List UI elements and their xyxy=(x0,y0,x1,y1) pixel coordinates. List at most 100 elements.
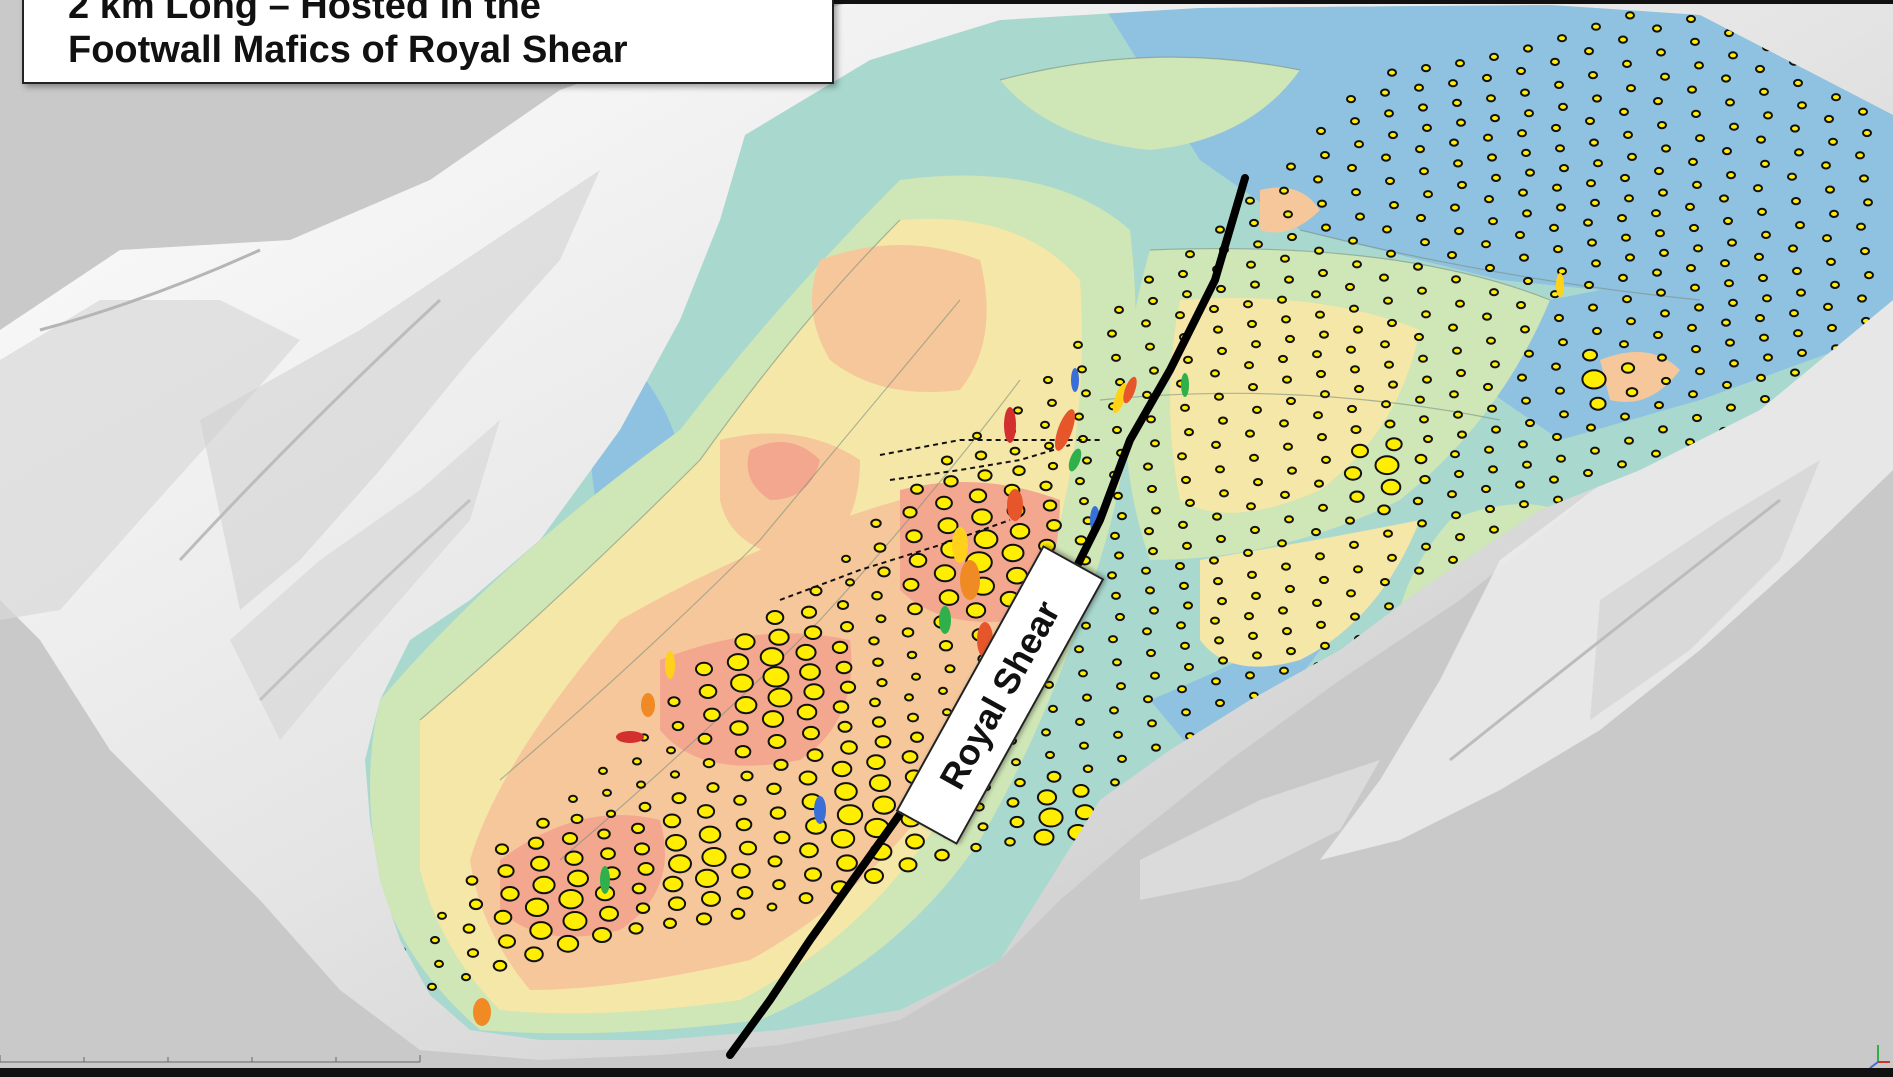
sample-point xyxy=(765,610,785,625)
sample-point xyxy=(1312,350,1322,359)
sample-point xyxy=(1178,520,1188,530)
sample-point xyxy=(1831,93,1841,102)
sample-point xyxy=(1525,418,1535,428)
sample-point xyxy=(1210,616,1220,625)
sample-point xyxy=(1490,360,1500,369)
sample-point xyxy=(1312,598,1322,608)
sample-point xyxy=(1823,302,1833,311)
sample-point xyxy=(1489,525,1499,534)
sample-point xyxy=(1148,547,1158,556)
sample-point xyxy=(637,862,655,876)
sample-point xyxy=(1110,531,1120,541)
sample-point xyxy=(1487,153,1497,162)
sample-point xyxy=(570,813,584,825)
sample-point xyxy=(1720,259,1730,268)
sample-point xyxy=(907,712,919,723)
sample-point xyxy=(768,628,790,646)
sample-point xyxy=(1453,159,1463,168)
sample-point xyxy=(1694,61,1704,70)
sample-point xyxy=(1794,148,1804,157)
sample-point xyxy=(1421,310,1431,319)
sample-point xyxy=(740,770,754,782)
sample-point xyxy=(977,822,989,832)
sample-point xyxy=(1558,338,1568,347)
sample-point xyxy=(1486,336,1496,345)
sample-point xyxy=(1591,259,1601,268)
sample-point xyxy=(1423,190,1433,199)
sample-point xyxy=(1728,298,1738,307)
sample-point xyxy=(1797,348,1807,357)
sample-point xyxy=(938,640,954,652)
sample-point xyxy=(1484,195,1494,204)
sample-point xyxy=(1180,403,1190,412)
sample-point xyxy=(465,875,479,886)
sample-point xyxy=(669,770,681,779)
sample-point xyxy=(1691,345,1701,354)
sample-point xyxy=(803,625,823,640)
sample-point xyxy=(1858,107,1868,116)
sample-point xyxy=(1286,647,1296,656)
sample-point xyxy=(938,589,960,606)
sample-point xyxy=(1114,551,1124,560)
sample-point xyxy=(1115,378,1125,387)
sample-point xyxy=(935,495,953,511)
sample-point xyxy=(1516,301,1526,310)
sample-point xyxy=(868,774,892,792)
sample-point xyxy=(773,758,789,771)
sample-point xyxy=(1389,201,1399,210)
sample-point xyxy=(1075,717,1085,727)
sample-point xyxy=(1045,750,1055,760)
sample-point xyxy=(1625,253,1635,262)
sample-point xyxy=(1655,229,1665,238)
sample-point xyxy=(602,788,612,797)
sample-point xyxy=(1287,232,1297,242)
sample-point xyxy=(1343,466,1363,481)
sample-point xyxy=(1283,210,1293,219)
sample-point xyxy=(1277,295,1287,304)
sample-point xyxy=(1482,73,1492,83)
sample-point xyxy=(1280,254,1290,263)
sample-point xyxy=(866,754,886,770)
sample-point xyxy=(1175,311,1185,320)
sample-point xyxy=(1079,741,1089,750)
sample-point xyxy=(427,982,437,991)
sample-point xyxy=(1620,412,1630,421)
sample-point xyxy=(666,746,676,755)
sample-point xyxy=(1246,502,1256,511)
sample-point xyxy=(667,696,681,708)
sample-point xyxy=(1113,730,1123,739)
sample-point xyxy=(933,564,957,583)
sample-point xyxy=(734,696,758,715)
sample-point xyxy=(567,869,589,888)
sample-point xyxy=(1862,128,1872,138)
sample-point xyxy=(943,475,959,488)
sample-point xyxy=(1692,180,1702,189)
sample-point xyxy=(1319,575,1329,585)
sample-point xyxy=(1559,164,1569,173)
sample-point xyxy=(769,806,787,820)
sample-point xyxy=(701,847,727,867)
sample-point xyxy=(1006,797,1020,808)
sample-point xyxy=(1722,380,1732,390)
sample-point xyxy=(759,647,785,667)
sample-point xyxy=(524,897,550,917)
sample-point xyxy=(733,794,747,806)
sample-point xyxy=(1687,323,1697,332)
sample-point xyxy=(831,760,853,778)
sample-point xyxy=(1281,315,1291,324)
sample-point xyxy=(1150,671,1160,680)
sample-point xyxy=(937,517,959,535)
sample-point xyxy=(735,817,753,832)
sample-point xyxy=(799,842,819,859)
sample-point xyxy=(734,745,752,759)
sample-point xyxy=(1147,484,1157,494)
sample-point xyxy=(839,680,857,694)
sample-point xyxy=(965,602,987,619)
sample-point xyxy=(633,842,651,856)
sample-point xyxy=(1354,384,1364,394)
sample-point xyxy=(1617,214,1627,223)
sample-point xyxy=(695,661,713,677)
sample-point xyxy=(1112,658,1122,667)
sample-point xyxy=(1486,94,1496,103)
sample-point xyxy=(1277,539,1287,548)
